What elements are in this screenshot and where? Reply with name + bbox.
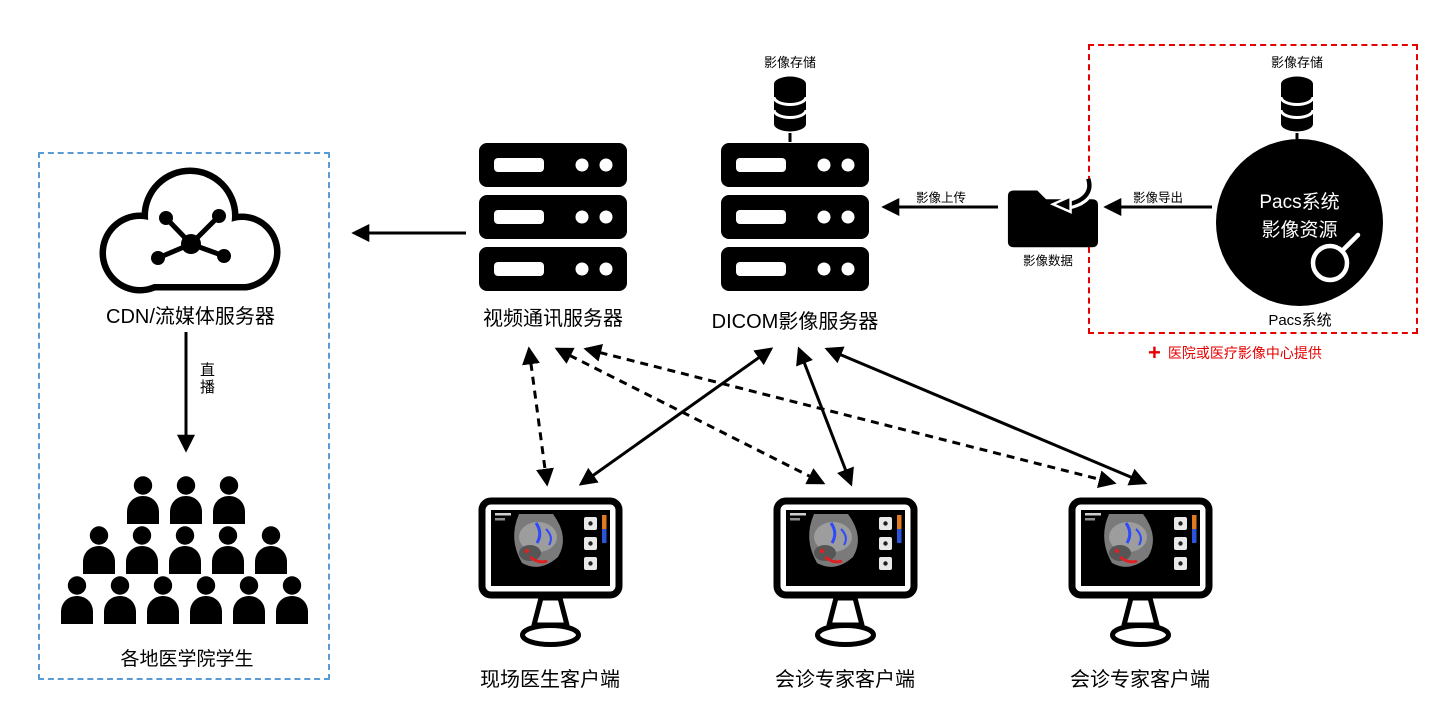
crowd-row bbox=[80, 526, 290, 574]
client-monitor-icon bbox=[478, 497, 623, 655]
crowd-row bbox=[124, 476, 248, 524]
provider-note: + 医院或医疗影像中心提供 bbox=[1148, 342, 1322, 364]
export-flow-label: 影像导出 bbox=[1132, 191, 1183, 205]
pacs-system-icon: Pacs系统 影像资源 bbox=[1216, 139, 1383, 306]
person-icon bbox=[187, 576, 225, 624]
pacs-circle-subtitle: 影像资源 bbox=[1261, 220, 1338, 241]
client2-label: 会诊专家客户端 bbox=[775, 669, 915, 691]
pacs-database-icon bbox=[1279, 75, 1315, 133]
crowd-row bbox=[58, 576, 311, 624]
person-icon bbox=[252, 526, 290, 574]
cdn-broadcast-box bbox=[38, 152, 330, 680]
arrow-video-client2 bbox=[554, 347, 826, 485]
person-icon bbox=[230, 576, 268, 624]
pacs-storage-label: 影像存储 bbox=[1270, 55, 1323, 70]
magnifier-icon bbox=[1310, 232, 1361, 283]
plus-icon: + bbox=[1148, 340, 1161, 365]
person-icon bbox=[273, 576, 311, 624]
pacs-circle-title: Pacs系统 bbox=[1259, 192, 1340, 213]
arrow-video-client3 bbox=[583, 344, 1117, 488]
folder-import-icon bbox=[1007, 177, 1098, 248]
arrow-dicom-client1 bbox=[578, 347, 774, 486]
network-icon bbox=[151, 209, 231, 265]
arrow-video-client1 bbox=[522, 346, 554, 487]
client-monitor-icon bbox=[1068, 497, 1213, 655]
students-label: 各地医学院学生 bbox=[120, 649, 254, 670]
video-server-label: 视频通讯服务器 bbox=[483, 308, 623, 330]
client-monitor-icon bbox=[773, 497, 918, 655]
person-icon bbox=[209, 526, 247, 574]
provider-note-text: 医院或医疗影像中心提供 bbox=[1167, 345, 1322, 361]
pacs-caption: Pacs系统 bbox=[1268, 312, 1332, 329]
person-icon bbox=[80, 526, 118, 574]
video-server-icon bbox=[479, 143, 627, 291]
cdn-server-label: CDN/流媒体服务器 bbox=[106, 306, 275, 328]
person-icon bbox=[166, 526, 204, 574]
person-icon bbox=[123, 526, 161, 574]
dicom-database-icon bbox=[772, 75, 808, 133]
pacs-circle-text: Pacs系统 影像资源 bbox=[1216, 189, 1383, 245]
image-data-label: 影像数据 bbox=[1022, 254, 1073, 268]
live-broadcast-label: 直播 bbox=[198, 362, 215, 396]
person-icon bbox=[210, 476, 248, 524]
dicom-server-icon bbox=[721, 143, 869, 291]
upload-flow-label: 影像上传 bbox=[915, 191, 966, 205]
person-icon bbox=[144, 576, 182, 624]
dicom-server-label: DICOM影像服务器 bbox=[711, 311, 879, 333]
person-icon bbox=[101, 576, 139, 624]
client3-label: 会诊专家客户端 bbox=[1070, 669, 1210, 691]
person-icon bbox=[167, 476, 205, 524]
person-icon bbox=[124, 476, 162, 524]
arrow-dicom-client3 bbox=[824, 346, 1148, 486]
cdn-cloud-icon bbox=[99, 167, 281, 294]
client1-label: 现场医生客户端 bbox=[480, 669, 620, 691]
arrow-dicom-client2 bbox=[796, 346, 854, 487]
person-icon bbox=[58, 576, 96, 624]
dicom-storage-label: 影像存储 bbox=[763, 55, 816, 70]
